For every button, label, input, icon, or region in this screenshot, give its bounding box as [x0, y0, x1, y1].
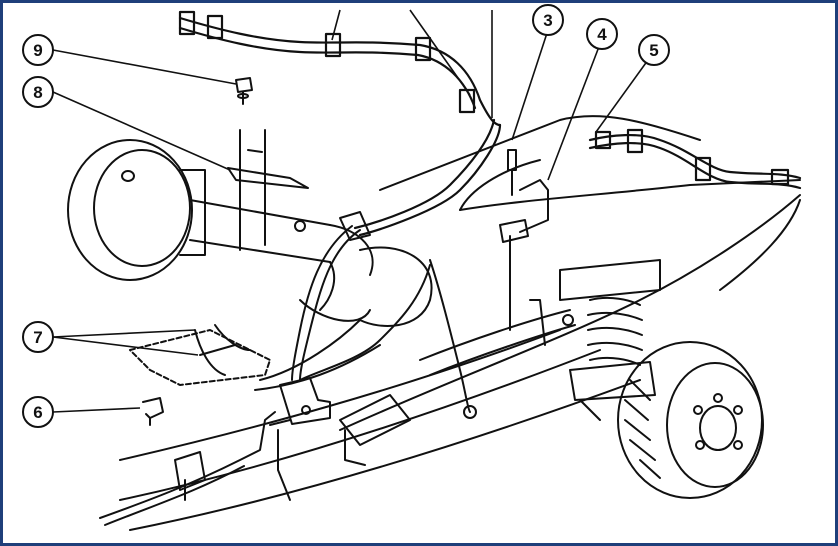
callout-7: 7 [22, 321, 54, 353]
axle-housing [189, 199, 433, 327]
callout-9: 9 [22, 34, 54, 66]
bracket-plate [129, 324, 271, 386]
coil-spring [559, 259, 661, 421]
fastener [294, 211, 574, 419]
callout-9-label: 9 [33, 41, 42, 60]
callout-6: 6 [22, 396, 54, 428]
frame-crossmember [339, 299, 546, 466]
callout-3-label: 3 [543, 11, 552, 30]
brake-hose-fitting [499, 149, 549, 331]
upper-bracket [227, 129, 309, 251]
parking-brake-cable [99, 411, 276, 526]
callout-8-label: 8 [33, 83, 42, 102]
leader-lines [52, 9, 649, 413]
callout-6-label: 6 [33, 403, 42, 422]
right-brake-line [588, 128, 802, 190]
callout-4: 4 [586, 18, 618, 50]
right-brake-drum [617, 341, 764, 499]
bolt [235, 77, 253, 105]
callout-3: 3 [532, 4, 564, 36]
callout-8: 8 [22, 76, 54, 108]
left-brake-drum [67, 139, 206, 281]
callout-5-label: 5 [649, 41, 658, 60]
upper-brake-line [178, 10, 502, 237]
callout-4-label: 4 [597, 25, 607, 44]
junction-block [269, 377, 331, 501]
callout-7-label: 7 [33, 328, 42, 347]
lower-brake-lines [254, 225, 576, 413]
callout-circles: 9 8 7 6 3 4 5 [22, 4, 670, 428]
retaining-clip [142, 397, 164, 426]
callout-5: 5 [638, 34, 670, 66]
